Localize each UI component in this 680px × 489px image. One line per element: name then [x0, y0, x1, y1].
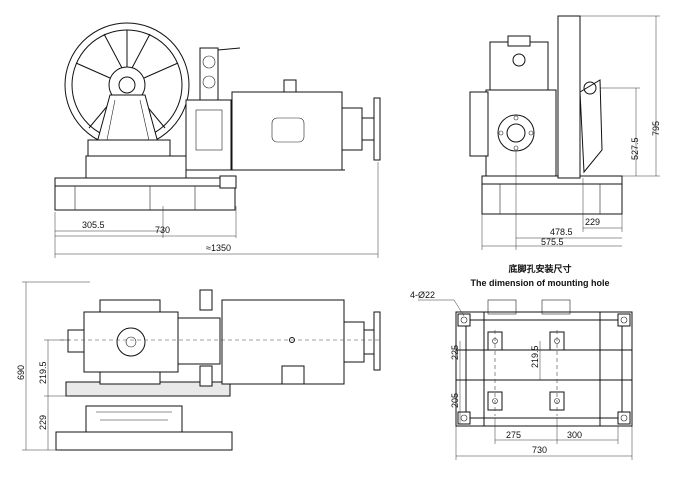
dim-305-5: 305.5: [82, 220, 105, 230]
gear-housing-plan: [67, 299, 179, 385]
dim-730: 730: [155, 225, 170, 235]
motor-plan: [221, 299, 381, 385]
dim-225: 225: [450, 345, 460, 360]
mounting-hole-view: 底脚孔安装尺寸 The dimension of mounting hole: [410, 263, 633, 460]
dim-1350: ≈1350: [206, 243, 231, 253]
mounting-title-cn: 底脚孔安装尺寸: [508, 263, 571, 274]
mounting-title-en: The dimension of mounting hole: [471, 278, 610, 288]
dim-229-side: 229: [585, 217, 600, 227]
hole-note: 4-Ø22: [410, 290, 435, 300]
dim-575-5: 575.5: [541, 237, 564, 247]
motor: [231, 79, 381, 171]
plan-view: 690 219.5 229: [16, 281, 381, 451]
front-view: 305.5 730 ≈1350: [54, 22, 381, 258]
side-view: 795 527.5 229 478.5 575.5: [469, 15, 661, 250]
dim-275: 275: [506, 430, 521, 440]
dim-219-5-mount: 219.5: [530, 345, 540, 368]
dim-300: 300: [567, 430, 582, 440]
mounting-dimensions: 225 219.5 205 275 300 730: [450, 341, 633, 460]
dim-730-mount: 730: [532, 445, 547, 455]
dim-219-5-plan: 219.5: [38, 361, 48, 384]
dim-795: 795: [651, 121, 661, 136]
dim-478-5: 478.5: [550, 227, 573, 237]
plan-dimensions: 690 219.5 229: [16, 281, 90, 451]
side-dimensions: 795 527.5 229 478.5 575.5: [481, 15, 661, 250]
front-dimensions: 305.5 730 ≈1350: [54, 162, 379, 258]
dim-690: 690: [16, 365, 26, 380]
dim-229-plan: 229: [38, 415, 48, 430]
flywheel: [64, 22, 190, 157]
dim-205: 205: [450, 393, 460, 408]
dim-527-5: 527.5: [630, 137, 640, 160]
